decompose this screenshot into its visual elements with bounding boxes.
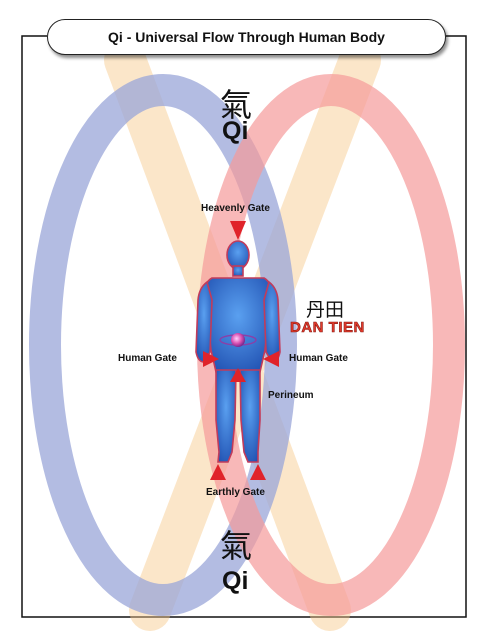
- human-gate-right-arrow: [263, 351, 279, 367]
- earthly-gate-right-arrow: [250, 464, 266, 480]
- human-body-figure: [195, 240, 281, 463]
- gate-arrows: [203, 221, 279, 480]
- title-banner: Qi - Universal Flow Through Human Body: [47, 19, 446, 55]
- left-qi-loop: [29, 74, 297, 616]
- human-gate-right-label: Human Gate: [289, 353, 348, 364]
- bottom-qi-label: Qi: [222, 567, 249, 595]
- heavenly-gate-label: Heavenly Gate: [201, 203, 270, 214]
- human-gate-left-arrow: [203, 351, 219, 367]
- dan-tien-chinese: 丹田: [306, 299, 345, 321]
- top-qi-chinese: 氣: [220, 86, 253, 124]
- perineum-label: Perineum: [268, 390, 314, 401]
- human-gate-left-label: Human Gate: [118, 353, 177, 364]
- dan-tien-orb: [231, 333, 245, 347]
- earthly-gate-left-arrow: [210, 464, 226, 480]
- bottom-qi-chinese: 氣: [220, 527, 253, 565]
- diagram-title: Qi - Universal Flow Through Human Body: [108, 29, 385, 45]
- dan-tien-label: DAN TIEN: [290, 319, 365, 337]
- perineum-arrow: [230, 368, 246, 382]
- top-qi-label: Qi: [222, 117, 249, 145]
- heavenly-gate-arrow: [230, 221, 246, 240]
- earthly-gate-label: Earthly Gate: [206, 487, 265, 498]
